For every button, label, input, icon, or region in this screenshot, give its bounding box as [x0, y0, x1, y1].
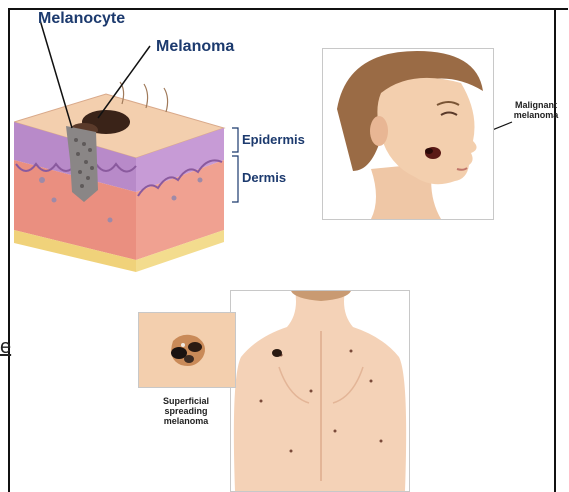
lesion-closeup	[139, 313, 235, 387]
label-superficial-spreading: Superficial spreading melanoma	[146, 396, 226, 426]
lesion-zoom-inset	[138, 312, 236, 388]
back-panel	[230, 290, 410, 492]
dermis-bracket	[232, 156, 238, 202]
label-melanocyte: Melanocyte	[38, 10, 125, 28]
label-melanoma: Melanoma	[156, 38, 234, 56]
epidermis-bracket	[232, 128, 238, 152]
back-melanoma-lesion	[272, 349, 282, 357]
face-panel	[322, 48, 494, 220]
face-illustration	[323, 49, 493, 219]
back-illustration	[231, 291, 409, 491]
label-dermis: Dermis	[242, 170, 286, 185]
label-malignant-melanoma: Malignant melanoma	[508, 100, 564, 120]
label-epidermis: Epidermis	[242, 132, 305, 147]
